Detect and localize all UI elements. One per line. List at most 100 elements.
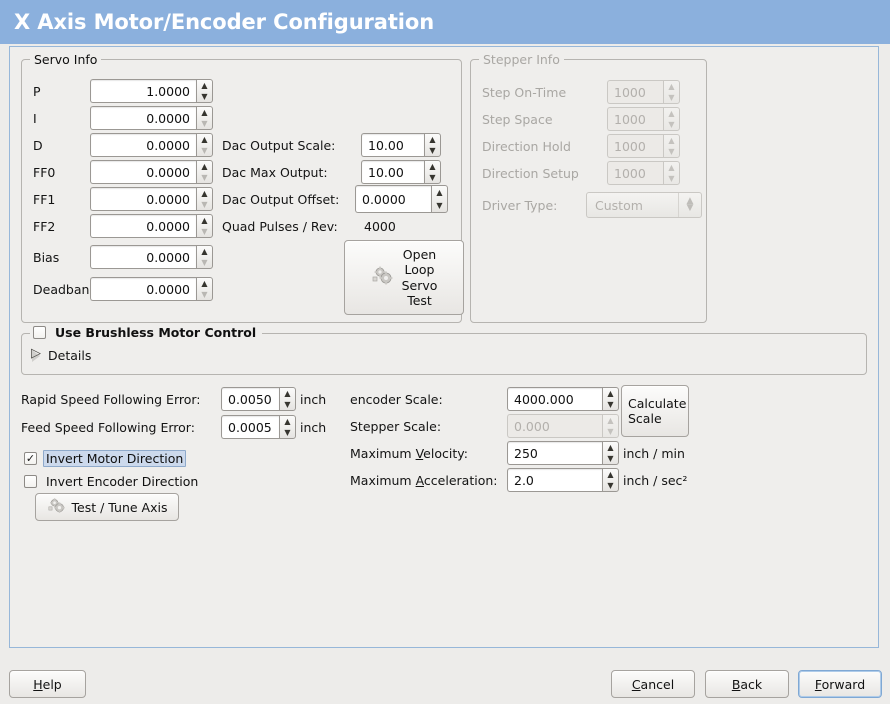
ff0-spinner[interactable]: 0.0000 ▲ ▼ [90,160,213,184]
ff2-value[interactable]: 0.0000 [90,214,196,238]
spin-up-icon[interactable]: ▲ [668,81,675,91]
invert-motor-direction-row[interactable]: ✓ Invert Motor Direction [24,450,187,467]
spin-up-icon[interactable]: ▲ [668,108,675,118]
step-space-spinner[interactable]: 1000 ▲ ▼ [607,107,680,131]
ff0-value[interactable]: 0.0000 [90,160,196,184]
invert-encoder-direction-row[interactable]: Invert Encoder Direction [24,473,201,490]
details-expander[interactable]: Details [31,347,91,364]
maximum-velocity-spinner[interactable]: 250 ▲ ▼ [507,441,619,465]
p-spinner[interactable]: 1.0000 ▲ ▼ [90,79,213,103]
spin-up-icon[interactable]: ▲ [284,416,291,426]
spin-up-icon[interactable]: ▲ [201,107,208,117]
driver-type-combo[interactable]: Custom ▲▼ [586,192,702,218]
spin-down-icon[interactable]: ▼ [429,172,436,182]
i-spinner[interactable]: 0.0000 ▲ ▼ [90,106,213,130]
spin-down-icon[interactable]: ▼ [436,200,443,210]
spin-up-icon[interactable]: ▲ [201,246,208,256]
d-spinner[interactable]: 0.0000 ▲ ▼ [90,133,213,157]
dac-output-offset-spin-buttons[interactable]: ▲ ▼ [431,185,448,213]
spin-down-icon[interactable]: ▼ [607,453,614,463]
chevron-updown-icon[interactable]: ▲▼ [686,196,694,213]
deadband-value[interactable]: 0.0000 [90,277,196,301]
p-value[interactable]: 1.0000 [90,79,196,103]
spin-up-icon[interactable]: ▲ [436,187,443,197]
direction-setup-spinner[interactable]: 1000 ▲ ▼ [607,161,680,185]
feed-spin-buttons[interactable]: ▲ ▼ [279,415,296,439]
step-on-time-spin-buttons[interactable]: ▲ ▼ [663,80,680,104]
step-on-time-value[interactable]: 1000 [607,80,663,104]
ff2-spin-buttons[interactable]: ▲ ▼ [196,214,213,238]
spin-up-icon[interactable]: ▲ [668,162,675,172]
dac-output-offset-spinner[interactable]: 0.0000 ▲ ▼ [355,185,449,213]
spin-up-icon[interactable]: ▲ [607,415,614,425]
spin-up-icon[interactable]: ▲ [201,188,208,198]
back-button[interactable]: Back [705,670,789,698]
encoder-scale-spinner[interactable]: 4000.000 ▲ ▼ [507,387,619,411]
bias-value[interactable]: 0.0000 [90,245,196,269]
maximum-acceleration-spinner[interactable]: 2.0 ▲ ▼ [507,468,619,492]
dac-output-scale-spinner[interactable]: 10.00 ▲ ▼ [361,133,441,157]
spin-up-icon[interactable]: ▲ [201,134,208,144]
spin-down-icon[interactable]: ▼ [607,426,614,436]
deadband-spin-buttons[interactable]: ▲ ▼ [196,277,213,301]
dac-output-scale-spin-buttons[interactable]: ▲ ▼ [424,133,441,157]
spin-up-icon[interactable]: ▲ [201,278,208,288]
spin-down-icon[interactable]: ▼ [201,257,208,267]
direction-setup-value[interactable]: 1000 [607,161,663,185]
feed-following-error-value[interactable]: 0.0005 [221,415,279,439]
spin-down-icon[interactable]: ▼ [607,480,614,490]
rapid-spin-buttons[interactable]: ▲ ▼ [279,387,296,411]
dac-max-output-value[interactable]: 10.00 [361,160,424,184]
cancel-button[interactable]: Cancel [611,670,695,698]
dac-output-scale-value[interactable]: 10.00 [361,133,424,157]
maximum-acceleration-spin-buttons[interactable]: ▲ ▼ [602,468,619,492]
feed-following-error-spinner[interactable]: 0.0005 ▲ ▼ [221,415,296,439]
d-spin-buttons[interactable]: ▲ ▼ [196,133,213,157]
step-space-value[interactable]: 1000 [607,107,663,131]
checkbox-brushless[interactable] [33,326,46,339]
spin-down-icon[interactable]: ▼ [201,226,208,236]
spin-up-icon[interactable]: ▲ [607,388,614,398]
rapid-following-error-value[interactable]: 0.0050 [221,387,279,411]
i-spin-buttons[interactable]: ▲ ▼ [196,106,213,130]
direction-hold-value[interactable]: 1000 [607,134,663,158]
test-tune-axis-button[interactable]: Test / Tune Axis [35,493,179,521]
spin-down-icon[interactable]: ▼ [201,91,208,101]
spin-up-icon[interactable]: ▲ [429,134,436,144]
i-value[interactable]: 0.0000 [90,106,196,130]
spin-down-icon[interactable]: ▼ [607,399,614,409]
open-loop-servo-test-button[interactable]: Open Loop Servo Test [344,240,464,315]
encoder-scale-spin-buttons[interactable]: ▲ ▼ [602,387,619,411]
spin-down-icon[interactable]: ▼ [668,119,675,129]
dac-max-output-spinner[interactable]: 10.00 ▲ ▼ [361,160,441,184]
help-button[interactable]: Help [9,670,86,698]
ff1-spin-buttons[interactable]: ▲ ▼ [196,187,213,211]
stepper-scale-value[interactable]: 0.000 [507,414,602,438]
spin-down-icon[interactable]: ▼ [201,145,208,155]
maximum-velocity-spin-buttons[interactable]: ▲ ▼ [602,441,619,465]
bias-spinner[interactable]: 0.0000 ▲ ▼ [90,245,213,269]
step-space-spin-buttons[interactable]: ▲ ▼ [663,107,680,131]
spin-up-icon[interactable]: ▲ [284,388,291,398]
spin-up-icon[interactable]: ▲ [201,215,208,225]
maximum-acceleration-value[interactable]: 2.0 [507,468,602,492]
deadband-spinner[interactable]: 0.0000 ▲ ▼ [90,277,213,301]
direction-hold-spin-buttons[interactable]: ▲ ▼ [663,134,680,158]
encoder-scale-value[interactable]: 4000.000 [507,387,602,411]
ff1-value[interactable]: 0.0000 [90,187,196,211]
step-on-time-spinner[interactable]: 1000 ▲ ▼ [607,80,680,104]
ff0-spin-buttons[interactable]: ▲ ▼ [196,160,213,184]
spin-up-icon[interactable]: ▲ [201,80,208,90]
p-spin-buttons[interactable]: ▲ ▼ [196,79,213,103]
spin-down-icon[interactable]: ▼ [668,146,675,156]
spin-down-icon[interactable]: ▼ [429,145,436,155]
bias-spin-buttons[interactable]: ▲ ▼ [196,245,213,269]
calculate-scale-button[interactable]: Calculate Scale [621,385,689,437]
spin-down-icon[interactable]: ▼ [201,172,208,182]
forward-button[interactable]: Forward [798,670,882,698]
spin-up-icon[interactable]: ▲ [607,469,614,479]
spin-up-icon[interactable]: ▲ [668,135,675,145]
ff1-spinner[interactable]: 0.0000 ▲ ▼ [90,187,213,211]
spin-down-icon[interactable]: ▼ [668,92,675,102]
rapid-following-error-spinner[interactable]: 0.0050 ▲ ▼ [221,387,296,411]
